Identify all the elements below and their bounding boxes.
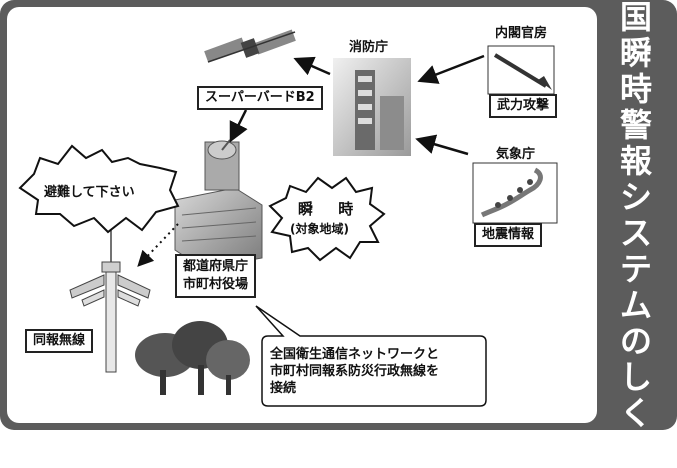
arrow-building-to-pole bbox=[137, 223, 179, 267]
callout-text: 全国衛生通信ネットワークと 市町村同報系防災行政無線を 接続 bbox=[270, 346, 439, 397]
armed-attack-label: 武力攻撃 bbox=[489, 94, 558, 118]
target-area-text: (対象地域) bbox=[290, 222, 349, 236]
municipal-office-text: 市町村役場 bbox=[183, 277, 249, 292]
callout-line-1: 全国衛生通信ネットワークと bbox=[270, 347, 440, 362]
instant-text: 瞬 時 bbox=[298, 200, 364, 218]
broadcast-radio-label: 同報無線 bbox=[25, 329, 94, 353]
title-char: テ bbox=[619, 250, 652, 288]
loudspeaker-pole-icon bbox=[69, 215, 151, 373]
local-government-label: 都道府県庁 市町村役場 bbox=[175, 254, 257, 298]
title-char: 瞬 bbox=[619, 34, 652, 72]
title-char: ム bbox=[619, 286, 652, 324]
evacuate-burst-shape bbox=[18, 144, 180, 234]
prefecture-office-text: 都道府県庁 bbox=[183, 259, 249, 274]
local-government-building-icon bbox=[174, 139, 263, 269]
jma-label: 気象庁 bbox=[496, 147, 536, 162]
missile-icon bbox=[487, 45, 555, 95]
title-char: ス bbox=[619, 214, 652, 252]
title-char: シ bbox=[619, 178, 652, 216]
evacuate-text: 避難して下さい bbox=[44, 185, 135, 200]
title-char: み bbox=[619, 430, 652, 468]
title-char: 警 bbox=[619, 106, 652, 144]
fire-department-building-icon bbox=[333, 58, 411, 156]
callout-line-2: 市町村同報系防災行政無線を bbox=[270, 364, 440, 379]
satellite-icon bbox=[204, 29, 296, 63]
trees-icon bbox=[135, 321, 250, 395]
callout-bubble-shape bbox=[255, 305, 487, 407]
earthquake-info-label: 地震情報 bbox=[474, 223, 543, 247]
arrow-fdma-to-satellite bbox=[293, 56, 331, 76]
title-char: 時 bbox=[619, 70, 652, 108]
callout-line-3: 接続 bbox=[270, 381, 297, 396]
arrow-cabinet-to-fdma bbox=[417, 54, 485, 84]
instant-burst-shape bbox=[268, 176, 386, 262]
title-char: 国 bbox=[619, 0, 652, 36]
title-char: の bbox=[619, 322, 652, 360]
cabinet-label: 内閣官房 bbox=[495, 26, 548, 41]
arrow-satellite-to-building bbox=[229, 109, 248, 143]
diagram-graphics bbox=[18, 29, 558, 407]
title-char: 報 bbox=[619, 142, 652, 180]
title-char: く bbox=[619, 394, 652, 432]
japan-map-icon bbox=[472, 162, 558, 224]
fdma-label: 消防庁 bbox=[349, 40, 389, 55]
arrow-jma-to-fdma bbox=[415, 134, 469, 156]
title-char: し bbox=[619, 358, 652, 396]
satellite-label: スーパーバードB2 bbox=[197, 86, 323, 110]
